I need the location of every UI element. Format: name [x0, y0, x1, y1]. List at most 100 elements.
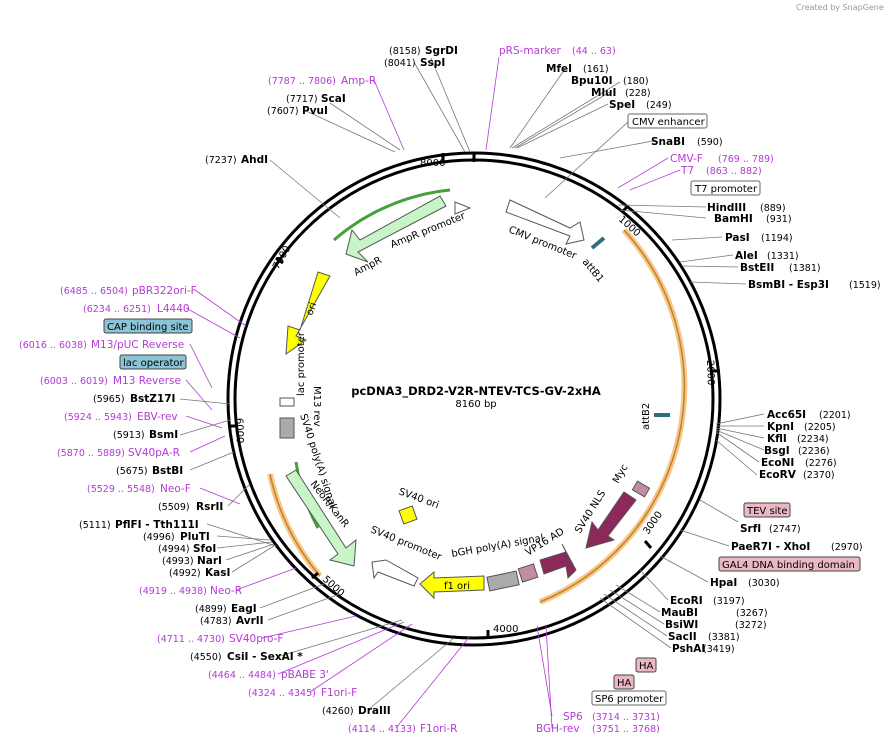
pos-csii: (4550) [190, 652, 222, 663]
primer-sp6-pos: (3714 .. 3731) [592, 712, 660, 723]
myc-arrow [585, 491, 637, 549]
amp-green-arc [333, 188, 451, 242]
primer-f1ori-r-pos: (4114 .. 4133) [348, 724, 416, 735]
enz-draiii: DraIII [358, 705, 391, 717]
pos-sspi: (8041) [384, 58, 416, 69]
tick-marks [228, 153, 720, 637]
pos-alei: (1331) [767, 251, 799, 262]
enz-bsmi: BsmI [149, 429, 178, 441]
pos-pshai: (3419) [703, 644, 735, 655]
enz-bsiwi: BsiWI [665, 619, 698, 631]
ampr-arrow [345, 195, 447, 263]
tick-6000: 6000 [233, 418, 245, 444]
feat-lac-promoter: lac promoter [296, 331, 307, 396]
enz-econi: EcoNI [761, 457, 794, 469]
m13-box [279, 417, 295, 439]
primer-t7: T7 [680, 165, 694, 177]
feat-m13-rev: M13 rev [311, 386, 322, 427]
pos-spei: (249) [646, 100, 672, 111]
primer-ebv-rev-pos: (5924 .. 5943) [64, 412, 132, 423]
pos-bsgi: (2236) [798, 446, 830, 457]
box-sp6-promoter: SP6 promoter [595, 694, 664, 705]
enz-snabi: SnaBI [651, 136, 685, 148]
enz-ahdi: AhdI [241, 154, 268, 166]
enz-bstz17i: BstZ17I [130, 393, 175, 405]
primer-t7-pos: (863 .. 882) [706, 166, 762, 177]
pos-avrii: (4783) [200, 616, 232, 627]
tick-8000: 8000 [420, 158, 445, 169]
vp16-box [517, 563, 539, 583]
feat-f1-ori: f1 ori [444, 581, 470, 592]
bgh-box [486, 570, 520, 592]
enz-rsrii: RsrII [196, 501, 223, 513]
enz-ecori: EcoRI [670, 595, 703, 607]
enz-kfli: KflI [767, 433, 787, 445]
enz-sfoi: SfoI [193, 543, 216, 555]
box-t7-promoter: T7 promoter [694, 184, 758, 195]
box-tev-site: TEV site [746, 506, 788, 517]
pos-sacii: (3381) [708, 632, 740, 643]
plasmid-size: 8160 bp [455, 399, 496, 410]
pos-rsrii: (5509) [158, 502, 190, 513]
primer-f1ori-f-pos: (4324 .. 4345) [248, 688, 316, 699]
enz-mlui: MluI [591, 87, 616, 99]
enz-mfei: MfeI [546, 63, 572, 75]
primer-prs-marker: pRS-marker [499, 45, 562, 57]
pos-srfi: (2747) [769, 524, 801, 535]
myc-box [631, 480, 651, 498]
pos-bsmi: (5913) [113, 430, 145, 441]
pos-kpni: (2205) [804, 422, 836, 433]
enz-kasi: KasI [205, 567, 230, 579]
feat-ampr-promoter: AmpR promoter [389, 210, 468, 250]
pos-bsteii: (1381) [789, 263, 821, 274]
sv40-ori-box [398, 505, 418, 525]
primer-pbr322ori-f-pos: (6485 .. 6504) [60, 286, 128, 297]
primer-leaders [185, 56, 681, 729]
box-cmv-enhancer: CMV enhancer [632, 117, 706, 128]
enz-pvui: PvuI [302, 105, 328, 117]
primer-pbabe3-pos: (4464 .. 4484) [208, 670, 276, 681]
enz-srfi: SrfI [740, 523, 761, 535]
primer-sv40pa-r: SV40pA-R [128, 447, 180, 459]
pos-draiii: (4260) [322, 706, 354, 717]
enz-sspi: SspI [420, 57, 445, 69]
enz-csii: CsiI - SexAI * [227, 651, 303, 663]
enz-sgrdi: SgrDI [425, 45, 458, 57]
lac-promoter-box [279, 397, 295, 407]
primer-f1ori-r: F1ori-R [420, 723, 457, 735]
pos-pasi: (1194) [761, 233, 793, 244]
primer-l4440-pos: (6234 .. 6251) [83, 304, 151, 315]
enz-ecorv: EcoRV [759, 469, 797, 481]
primer-neo-f-pos: (5529 .. 5548) [87, 484, 155, 495]
pos-kfli: (2234) [797, 434, 829, 445]
primer-amp-r: Amp-R [341, 75, 376, 87]
pos-nari: (4993) [162, 556, 194, 567]
primer-amp-r-pos: (7787 .. 7806) [268, 76, 336, 87]
pos-kasi: (4992) [169, 568, 201, 579]
box-ha-2: HA [617, 678, 632, 689]
enz-eagi: EagI [231, 603, 257, 615]
pos-bpu10i: (180) [623, 76, 649, 87]
primer-sv40pro-f: SV40pro-F [229, 633, 283, 645]
pos-maubi: (3267) [736, 608, 768, 619]
enz-hpai: HpaI [710, 577, 737, 589]
enz-pasi: PasI [725, 232, 750, 244]
enz-xhoi: PaeR7I - XhoI [731, 541, 810, 553]
pos-bsmbi: (1519) [849, 280, 881, 291]
leader-lines [179, 57, 765, 711]
pos-pluti: (4996) [143, 532, 175, 543]
primer-bgh-rev: BGH-rev [536, 723, 580, 735]
ampr-promoter-arrow [454, 201, 472, 215]
feat-attb1: attB1 [580, 257, 606, 285]
primer-sv40pa-r-pos: (5870 .. 5889) [57, 448, 125, 459]
pos-econi: (2276) [805, 458, 837, 469]
f1-ori-arrow [419, 570, 485, 600]
primer-neo-f: Neo-F [160, 483, 191, 495]
pos-sfoi: (4994) [158, 544, 190, 555]
feat-sv40-ori: SV40 ori [397, 486, 440, 511]
orf-arc-left-core [269, 473, 321, 577]
orf-arc-right-core [539, 229, 686, 603]
feat-myc: Myc [611, 463, 631, 486]
enz-maubi: MauBI [661, 607, 698, 619]
cmv-promoter-arrow [505, 199, 585, 245]
